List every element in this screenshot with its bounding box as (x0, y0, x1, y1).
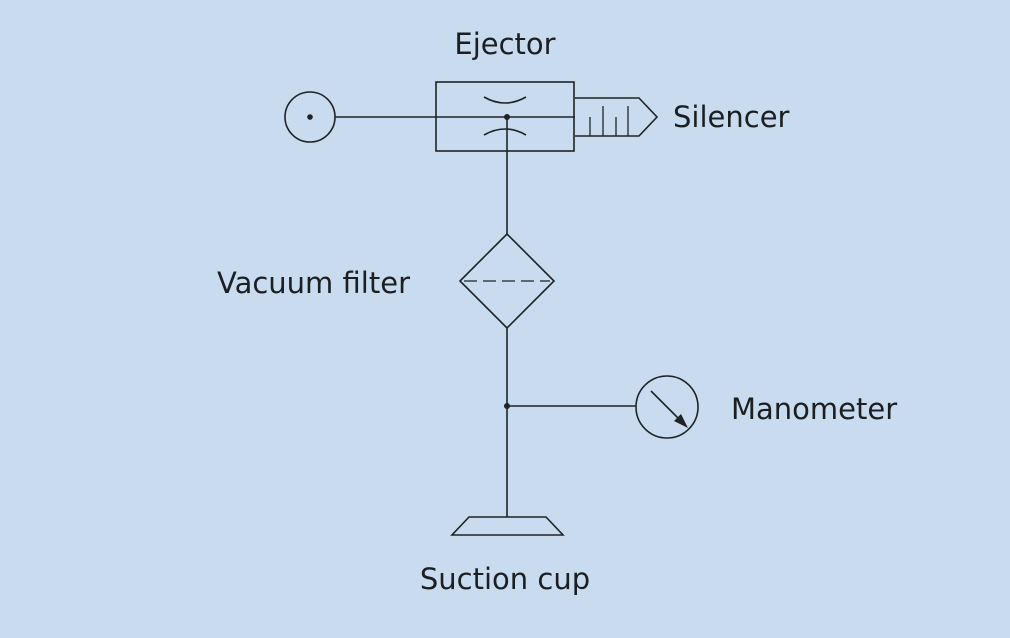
compressed-air-source (284, 91, 336, 143)
vacuum-filter (458, 232, 556, 330)
ejector-nozzle-top (483, 96, 527, 104)
manometer (635, 375, 699, 439)
ejector-junction-dot (504, 114, 510, 120)
suction-cup-label: Suction cup (420, 562, 590, 596)
manometer-needle-icon (674, 414, 688, 428)
vacuum-filter-label: Vacuum filter (217, 266, 410, 300)
branch-junction-dot (504, 403, 510, 409)
silencer (575, 97, 659, 137)
suction-cup (450, 516, 565, 536)
ejector-nozzle-bottom (483, 128, 527, 136)
ejector-label: Ejector (454, 27, 555, 61)
manometer-label: Manometer (731, 392, 897, 426)
ejector (435, 81, 575, 152)
silencer-label: Silencer (673, 100, 790, 134)
